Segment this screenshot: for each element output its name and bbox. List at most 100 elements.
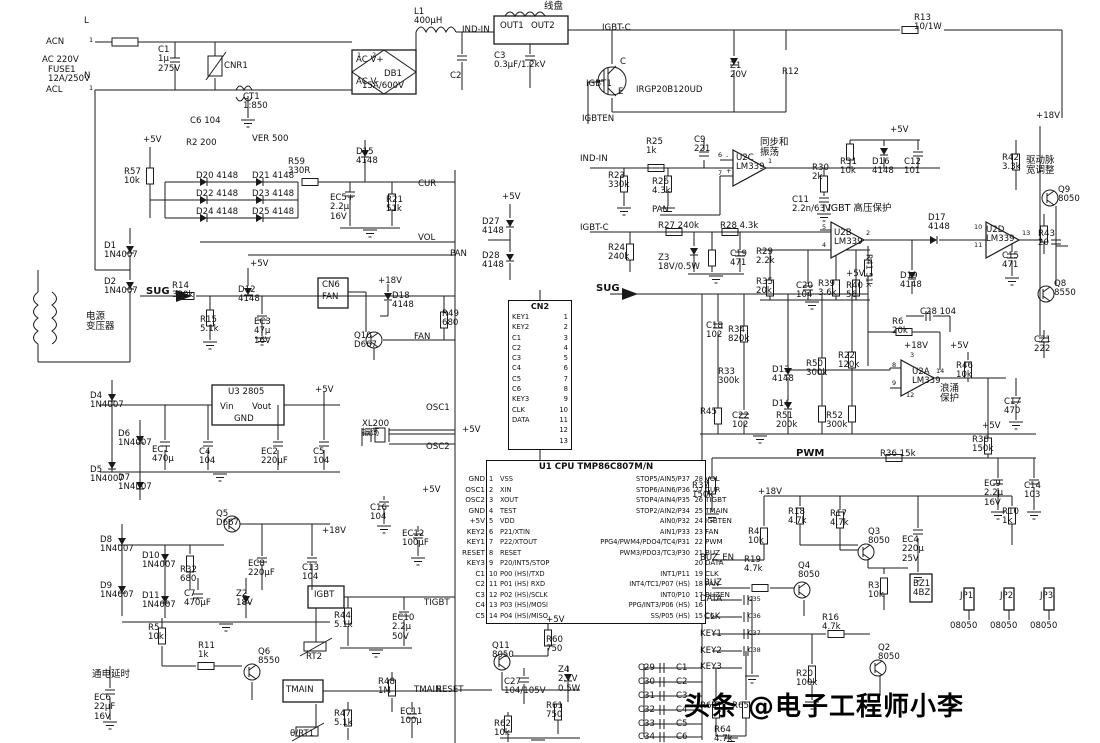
cpu-pin-ext-label: C6 <box>705 610 715 620</box>
cpu-pin-number: 16 <box>694 601 703 609</box>
cpu-pin-ext-label: C3 <box>475 589 485 599</box>
sug-arrow-left <box>176 290 192 302</box>
cn2-pin-number: 7 <box>563 374 568 383</box>
cpu-pin-number: 2 <box>489 485 494 494</box>
cpu-pin-ext-label: RESET <box>461 547 485 557</box>
cn2-pin-label: CLK <box>512 405 525 414</box>
cpu-pin-ext-label: BUZEN <box>705 589 730 599</box>
cn2-title: CN2 <box>530 302 550 311</box>
cn2-pin-label: KEY2 <box>512 323 530 332</box>
cpu-pin-ext-label: C1 <box>475 568 485 578</box>
cn2-pin-number: 8 <box>563 385 568 394</box>
cpu-pin-signal: STOP2/AIN2/P34 <box>636 506 690 515</box>
cn2-pin-row: KEY2 2 <box>509 322 571 332</box>
opamp-u2d <box>985 220 1021 260</box>
cpu-pin-signal: SS/P05 (HS) <box>650 611 690 620</box>
cpu-pin-ext-label: C5 <box>475 610 485 620</box>
cpu-pin-number: 9 <box>489 559 494 567</box>
sug-arrow-right <box>622 288 638 300</box>
cpu-pin-signal: P04 (HS)/MISO <box>500 611 548 620</box>
cpu-pin-number: 26 <box>694 496 703 504</box>
cpu-pin-ext-label: CLK <box>705 568 719 578</box>
cn2-pin-number: 1 <box>563 313 568 321</box>
cn2-pin-number: 5 <box>563 354 568 363</box>
cn2-pin-number: 10 <box>559 405 568 414</box>
cpu-pin-signal: PWM3/PDO3/TC3/P30 <box>619 548 690 557</box>
cpu-pin-signal: P22/XTOUT <box>500 538 538 546</box>
cpu-pin-signal: P02 (HS)/SCLK <box>500 590 548 599</box>
cpu-pin-number: 7 <box>489 538 494 546</box>
cn2-pin-number: 13 <box>559 436 568 445</box>
cpu-pin-number: 19 <box>694 569 703 578</box>
cpu-pin-ext-label: PWM <box>705 537 723 546</box>
cpu-pin-number: 15 <box>694 611 703 620</box>
opamp-u2a <box>900 358 936 398</box>
cpu-pin-signal: XIN <box>500 485 512 494</box>
cn2-pin-number: 2 <box>563 323 568 332</box>
cpu-pin-number: 27 <box>694 485 703 494</box>
cpu-pin-signal: P01 (HS) RXD <box>500 580 546 588</box>
cpu-pin-number: 17 <box>694 590 703 599</box>
cpu-pin-number: 22 <box>694 538 703 546</box>
cn2-pin-label: DATA <box>512 415 530 424</box>
cpu-pin-signal: P03 (HS)/MOSI <box>500 601 548 609</box>
cn2-pin-number: 12 <box>559 426 568 435</box>
cpu-pin-number: 3 <box>489 496 494 504</box>
cpu-pin-number: 13 <box>489 601 498 609</box>
cpu-pin-number: 20 <box>694 559 703 567</box>
cpu-pin-ext-label: PAN <box>705 579 720 588</box>
cn2-pin-label: C2 <box>512 343 522 352</box>
cpu-pin-signal: VSS <box>500 475 513 483</box>
cpu-pin-number: 28 <box>694 475 703 483</box>
cpu-pin-signal: VDD <box>500 517 515 525</box>
cpu-title: U1 CPU TMP86C807M/N <box>538 462 654 472</box>
cpu-pin-number: 10 <box>489 569 498 578</box>
cpu-pin-signal: INT1/P11 <box>660 569 690 578</box>
cn2-pin-row: 13 <box>509 436 571 446</box>
cn2-pin-row: CLK 10 <box>509 405 571 415</box>
cpu-pin-ext-label: TIGBT <box>705 495 727 504</box>
cpu-pin-ext-label: +5V <box>469 516 485 525</box>
cpu-pin-row: PPG/INT3/P06 (HS) 16 <box>585 600 703 611</box>
cpu-pin-ext-label: BUZ <box>705 547 720 557</box>
cpu-pin-number: 23 <box>694 527 703 536</box>
cpu-pin-signal: STOP6/AIN6/P36 <box>636 485 690 494</box>
cn2-pin-row: C3 5 <box>509 353 571 363</box>
cpu-pin-number: 8 <box>489 548 494 557</box>
cn2-pin-label: C3 <box>512 354 522 363</box>
cpu-pin-row: OSC1 2 XIN <box>465 485 585 496</box>
cpu-pin-ext-label: GND <box>468 505 485 515</box>
cn2-pin-label: C1 <box>512 333 522 342</box>
cpu-pin-number: 25 <box>694 506 703 515</box>
cpu-pin-signal: PPG4/PWM4/PDO4/TC4/P31 <box>600 538 690 546</box>
cpu-pin-signal: P00 (HS)/TXD <box>500 569 545 578</box>
cpu-pin-signal: PPG/INT3/P06 (HS) <box>628 601 690 609</box>
cpu-pin-number: 21 <box>694 548 703 557</box>
cpu-pin-ext-label: OSC1 <box>465 484 485 494</box>
